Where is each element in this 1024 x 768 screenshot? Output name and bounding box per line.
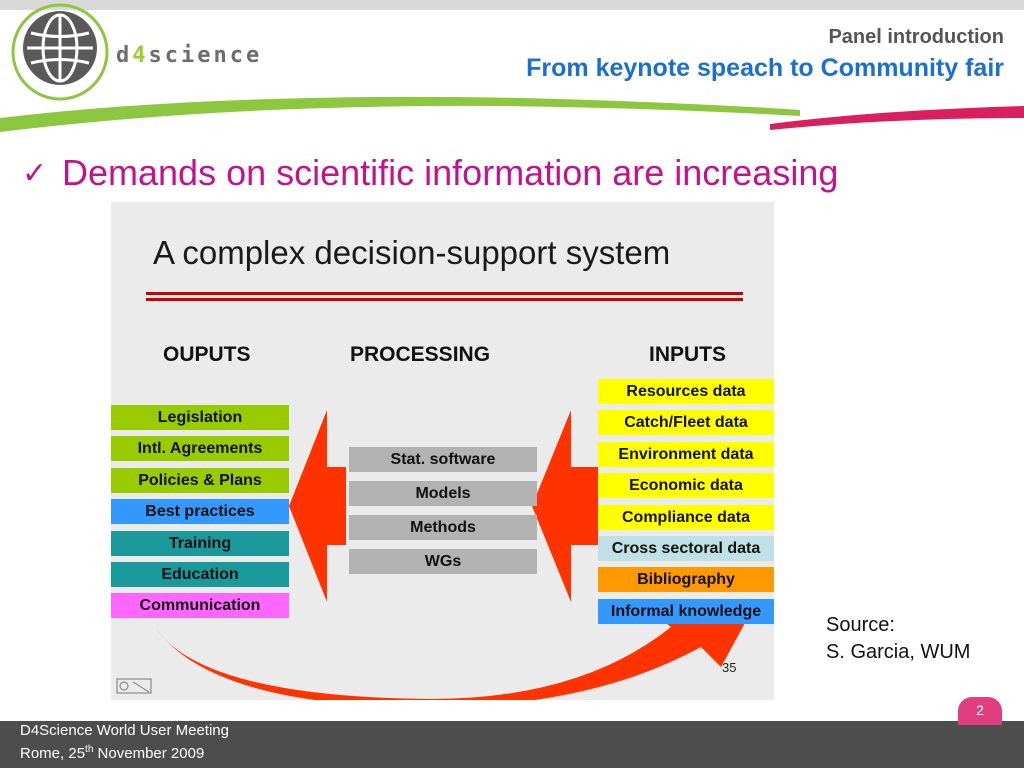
panel-intro-heading: Panel introduction xyxy=(828,26,1004,48)
processing-label: Methods xyxy=(410,518,476,536)
output-box: Communication xyxy=(111,593,289,618)
input-box: Economic data xyxy=(598,473,774,498)
footer-date: Rome, 25th November 2009 xyxy=(20,744,204,762)
bullet-text: Demands on scientific information are in… xyxy=(62,152,839,193)
globe-logo-icon xyxy=(11,3,109,101)
logo-text-four: 4 xyxy=(132,43,149,68)
processing-box: Methods xyxy=(349,515,537,540)
input-label: Bibliography xyxy=(637,570,735,588)
header-graphics xyxy=(0,3,1024,132)
input-label: Informal knowledge xyxy=(610,602,762,620)
output-label: Best practices xyxy=(145,502,255,520)
slide-number-badge: 2 xyxy=(958,697,1002,725)
figure-title: A complex decision-support system xyxy=(153,234,671,271)
output-label: Policies & Plans xyxy=(138,471,262,489)
output-box: Education xyxy=(111,562,289,587)
top-strip xyxy=(0,0,1024,10)
processing-box: Stat. software xyxy=(349,447,537,472)
slide-footer-icon xyxy=(116,678,152,694)
title-underline-top xyxy=(146,292,743,295)
processing-label: Models xyxy=(415,484,471,502)
processing-label: WGs xyxy=(424,552,462,570)
green-swoosh xyxy=(0,96,800,132)
input-label: Compliance data xyxy=(621,508,751,526)
processing-heading: PROCESSING xyxy=(350,343,491,366)
footer-event-name: D4Science World User Meeting xyxy=(20,722,229,739)
figure-page-number: 35 xyxy=(722,660,737,675)
output-label: Intl. Agreements xyxy=(137,439,263,457)
footer-date-prefix: Rome, 25 xyxy=(20,745,86,762)
input-box: Cross sectoral data xyxy=(598,536,774,561)
page-title: From keynote speach to Community fair xyxy=(526,54,1004,82)
outputs-heading: OUPUTS xyxy=(163,343,251,366)
footer-date-suffix: November 2009 xyxy=(93,745,205,762)
output-label: Education xyxy=(161,565,239,583)
checkmark-icon: ✓ xyxy=(22,157,48,190)
figure-graphics xyxy=(116,292,751,700)
footer-bar xyxy=(0,721,1024,768)
input-box: Catch/Fleet data xyxy=(598,410,774,435)
logo-text: d4science xyxy=(116,43,262,68)
input-label: Cross sectoral data xyxy=(611,539,761,557)
logo-text-suffix: science xyxy=(148,43,263,68)
left-arrow-shape xyxy=(289,410,346,602)
input-box: Environment data xyxy=(598,442,774,467)
input-label: Resources data xyxy=(626,382,746,400)
output-box: Best practices xyxy=(111,499,289,524)
pink-swoosh xyxy=(770,106,1024,130)
input-label: Environment data xyxy=(618,445,754,463)
input-box: Informal knowledge xyxy=(598,599,774,624)
source-author: S. Garcia, WUM xyxy=(826,641,971,663)
logo-text-prefix: d xyxy=(116,43,133,68)
output-box: Legislation xyxy=(111,405,289,430)
output-label: Communication xyxy=(139,596,261,614)
processing-box: WGs xyxy=(349,549,537,574)
output-label: Training xyxy=(168,534,232,552)
feedback-curve-arrow xyxy=(155,612,751,700)
title-underline-bottom xyxy=(146,298,743,301)
output-box: Policies & Plans xyxy=(111,468,289,493)
input-box: Resources data xyxy=(598,379,774,404)
processing-box: Models xyxy=(349,481,537,506)
processing-label: Stat. software xyxy=(390,450,496,468)
output-box: Training xyxy=(111,531,289,556)
source-label: Source: xyxy=(826,614,895,636)
inputs-heading: INPUTS xyxy=(649,343,727,366)
input-box: Bibliography xyxy=(598,567,774,592)
input-label: Catch/Fleet data xyxy=(624,413,748,431)
input-label: Economic data xyxy=(629,476,743,494)
footer-date-sup: th xyxy=(85,744,94,755)
right-arrow-shape xyxy=(532,410,598,602)
output-box: Intl. Agreements xyxy=(111,436,289,461)
decision-support-figure: A complex decision-support system OUPUTS… xyxy=(111,202,774,700)
output-label: Legislation xyxy=(157,408,243,426)
input-box: Compliance data xyxy=(598,505,774,530)
